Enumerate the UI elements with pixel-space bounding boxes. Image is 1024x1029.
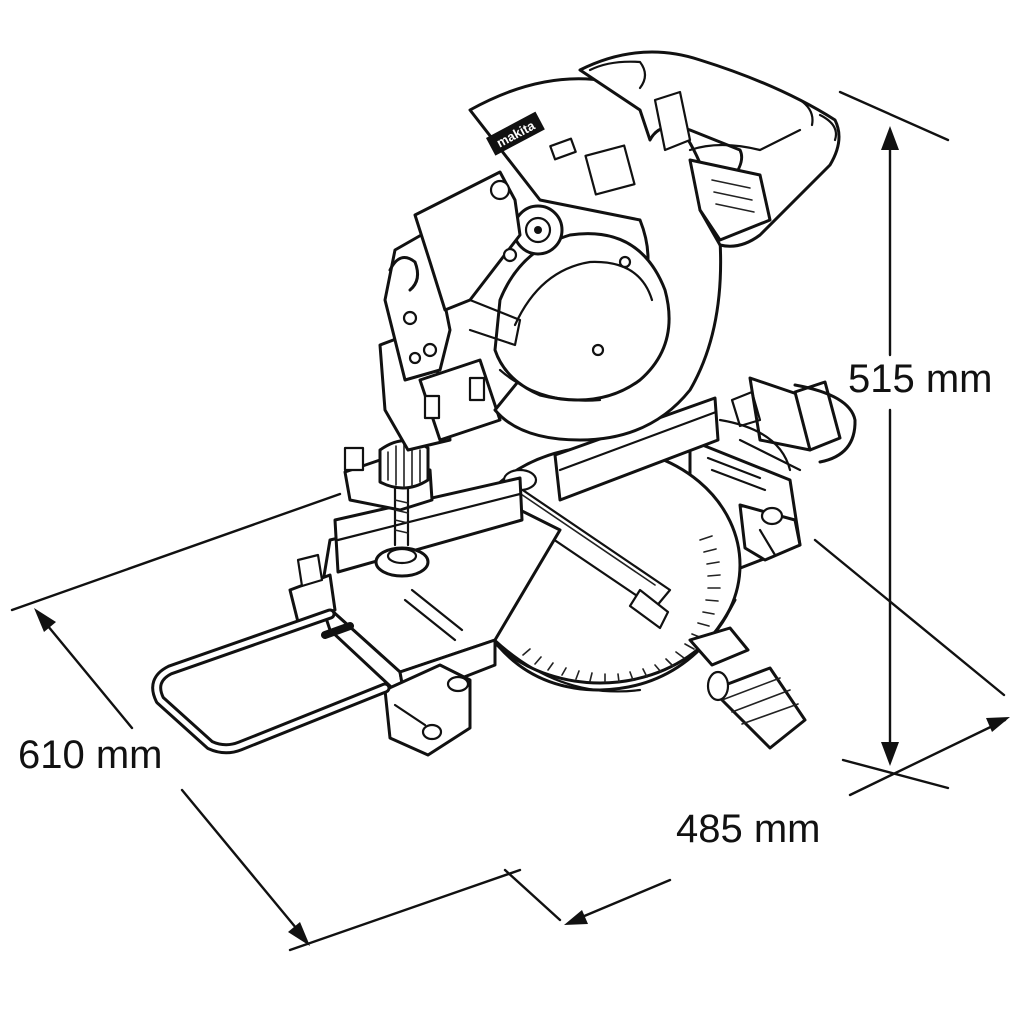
depth-dimension-line-lower bbox=[180, 788, 308, 942]
depth-extension-top bbox=[10, 492, 342, 612]
width-dimension-label: 485 mm bbox=[676, 807, 821, 851]
depth-arrow-bottom bbox=[288, 922, 310, 946]
miter-scale bbox=[522, 535, 721, 683]
width-extension-left bbox=[503, 868, 562, 922]
width-arrow-right bbox=[986, 717, 1010, 732]
height-extension-top bbox=[838, 90, 950, 142]
guard-link-arm bbox=[413, 170, 522, 312]
width-extension-right bbox=[813, 538, 1006, 697]
vise-clamp bbox=[343, 439, 434, 578]
width-dimension-line-right bbox=[848, 718, 1007, 797]
depth-extension-bottom bbox=[288, 868, 522, 952]
right-foot bbox=[738, 503, 802, 562]
saw-arm bbox=[378, 228, 502, 452]
miter-indicator bbox=[628, 588, 670, 630]
motor-housing bbox=[688, 158, 772, 242]
width-arrow-left bbox=[564, 910, 588, 925]
left-support-bar bbox=[151, 608, 391, 755]
right-support-bar bbox=[793, 383, 857, 464]
width-dimension-line-left bbox=[568, 878, 672, 924]
height-arrow-bottom bbox=[881, 742, 899, 766]
right-workpiece-support bbox=[718, 376, 857, 472]
turntable-grip-handle bbox=[688, 626, 807, 750]
guide-fences bbox=[333, 396, 720, 574]
left-fence bbox=[333, 476, 524, 574]
height-dimension-label: 515 mm bbox=[848, 357, 993, 401]
depth-dimension-line-upper bbox=[36, 612, 134, 730]
trigger-switch bbox=[653, 90, 692, 152]
depth-dimension-label: 610 mm bbox=[18, 733, 163, 777]
motor-and-handle bbox=[578, 50, 841, 248]
lower-safety-guard bbox=[493, 232, 671, 402]
blade-guard: makita bbox=[413, 77, 723, 442]
height-arrow-top bbox=[881, 126, 899, 150]
operating-handle bbox=[578, 50, 841, 248]
dimension-lines bbox=[10, 90, 1010, 952]
depth-arrow-top bbox=[34, 608, 56, 632]
